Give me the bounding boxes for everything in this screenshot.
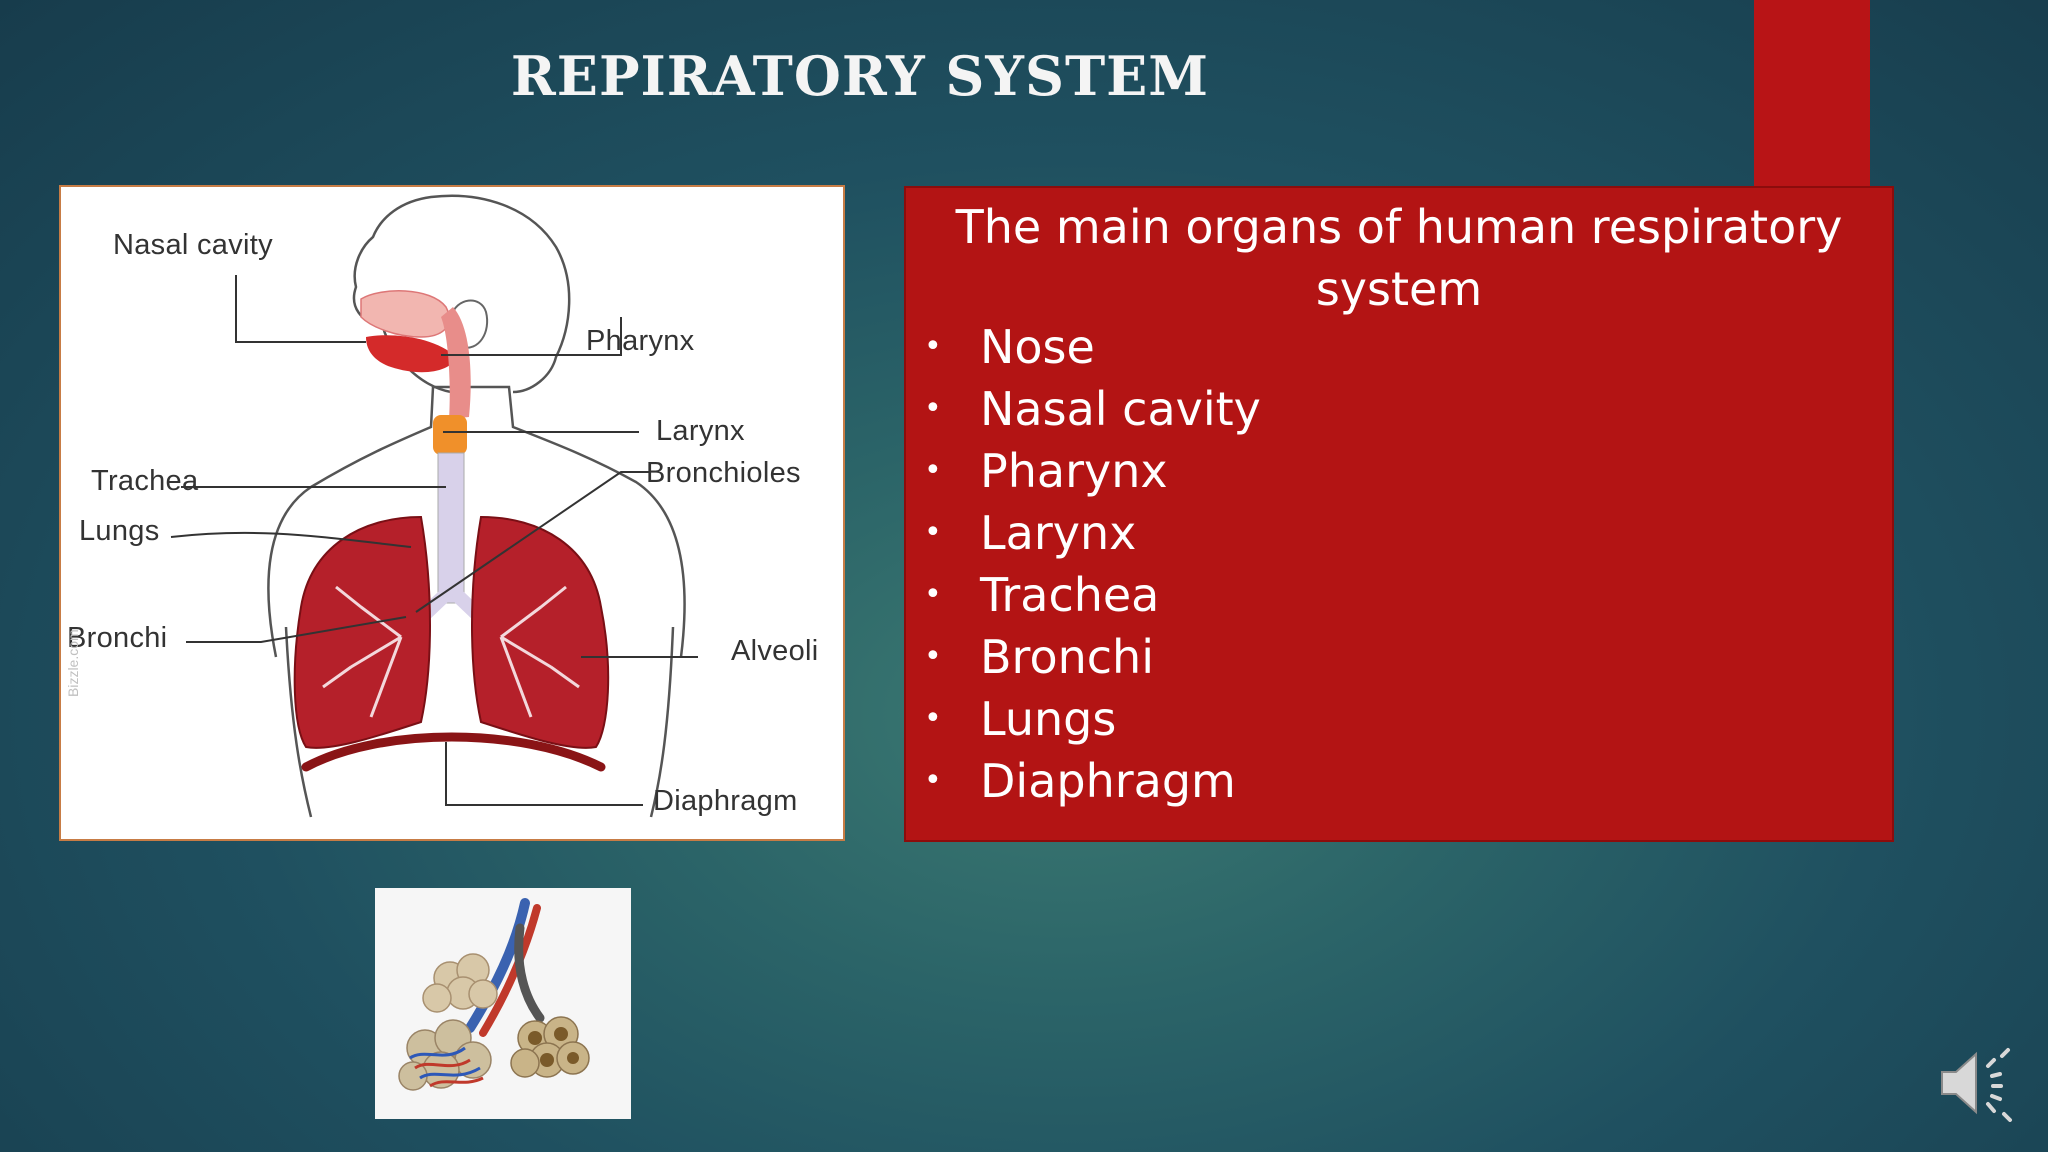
label-larynx: Larynx (656, 415, 745, 447)
label-lungs: Lungs (79, 515, 160, 547)
bullet: • (924, 453, 942, 488)
label-pharynx: Pharynx (586, 325, 695, 357)
label-diaphragm: Diaphragm (653, 785, 798, 817)
respiratory-diagram-illustration (170, 194, 698, 818)
label-alveoli: Alveoli (731, 635, 819, 667)
bullet: • (924, 515, 942, 550)
label-bronchioles: Bronchioles (646, 457, 801, 489)
respiratory-diagram: Nasal cavity Pharynx Larynx Bronchioles … (59, 185, 845, 841)
info-heading: The main organs of human respiratory sys… (955, 200, 1843, 316)
alveoli-cluster-icon (375, 888, 631, 1119)
bullet: • (924, 329, 942, 364)
label-nasal-cavity: Nasal cavity (113, 229, 273, 261)
bullet: • (924, 391, 942, 426)
accent-bar (1754, 0, 1870, 186)
speaker-icon[interactable] (1938, 1044, 2018, 1122)
bullet: • (924, 763, 942, 798)
label-bronchi: Bronchi (67, 622, 168, 654)
diagram-watermark: Bizzle.com (65, 629, 81, 697)
bullet: • (924, 577, 942, 612)
organs-info-box: The main organs of human respiratory sys… (904, 186, 1894, 842)
label-trachea: Trachea (91, 465, 199, 497)
bullet: • (924, 639, 942, 674)
slide-title: REPIRATORY SYSTEM (510, 44, 1210, 108)
bullet: • (924, 701, 942, 736)
